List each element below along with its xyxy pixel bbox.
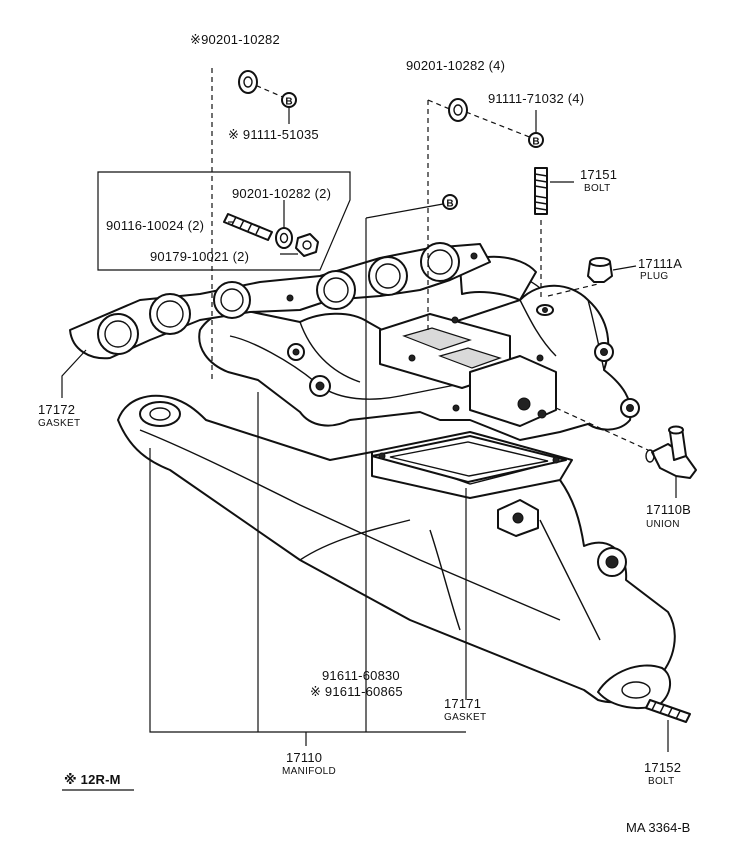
stud-90116 bbox=[223, 213, 273, 241]
engine-note: ※ 12R-M bbox=[64, 772, 121, 787]
b-marker-top: B bbox=[281, 92, 297, 108]
name-17152: BOLT bbox=[648, 776, 675, 787]
name-17111a: PLUG bbox=[640, 271, 668, 282]
label-17171: 17171 bbox=[444, 696, 481, 711]
hardware-inset-box bbox=[97, 171, 351, 271]
label-17110: 17110 bbox=[286, 750, 322, 765]
label-91111-51035: ※ 91111-51035 bbox=[228, 127, 319, 142]
label-91611-60865: ※ 91611-60865 bbox=[310, 684, 403, 699]
reference-code: MA 3364-B bbox=[626, 820, 690, 835]
label-90201-top: ※90201-10282 bbox=[190, 32, 280, 47]
name-17110b: UNION bbox=[646, 519, 680, 530]
name-17151: BOLT bbox=[584, 183, 611, 194]
gasket-17172 bbox=[69, 242, 491, 360]
label-90116: 90116-10024 (2) bbox=[106, 218, 204, 233]
name-17172: GASKET bbox=[38, 418, 80, 429]
label-91611-60830: 91611-60830 bbox=[322, 668, 400, 683]
label-17110b: 17110B bbox=[646, 502, 691, 517]
label-90201-2: 90201-10282 (2) bbox=[232, 186, 331, 201]
b-marker-right: B bbox=[528, 132, 544, 148]
svg-text:B: B bbox=[532, 137, 539, 148]
nut-90179 bbox=[295, 233, 319, 257]
label-17111a: 17111A bbox=[638, 256, 682, 271]
alignment-lines bbox=[211, 68, 649, 451]
gasket-17171 bbox=[371, 435, 567, 483]
bolt-17151 bbox=[534, 167, 548, 215]
label-17151: 17151 bbox=[580, 167, 617, 182]
leader-lines bbox=[61, 107, 677, 791]
svg-text:B: B bbox=[285, 97, 292, 108]
name-17171: GASKET bbox=[444, 712, 486, 723]
part-labels: ※90201-10282 ※ 91111-51035 90201-10282 (… bbox=[38, 32, 691, 835]
label-90179: 90179-10021 (2) bbox=[150, 249, 249, 264]
b-marker-mid: B bbox=[442, 194, 458, 210]
label-90201-4: 90201-10282 (4) bbox=[406, 58, 505, 73]
label-91111-71032: 91111-71032 (4) bbox=[488, 91, 584, 106]
exhaust-manifold bbox=[117, 394, 676, 709]
label-17172: 17172 bbox=[38, 402, 75, 417]
exhaust-flange-left bbox=[139, 401, 181, 427]
bolt-17152 bbox=[645, 699, 691, 723]
washer-90201-top bbox=[238, 70, 258, 94]
label-17152: 17152 bbox=[644, 760, 681, 775]
washer-90201-4 bbox=[448, 98, 468, 122]
svg-text:B: B bbox=[446, 199, 453, 210]
washer-90201-2 bbox=[275, 227, 293, 249]
plug-17111a bbox=[587, 257, 613, 283]
union-17110b bbox=[645, 425, 697, 479]
name-17110: MANIFOLD bbox=[282, 766, 336, 777]
